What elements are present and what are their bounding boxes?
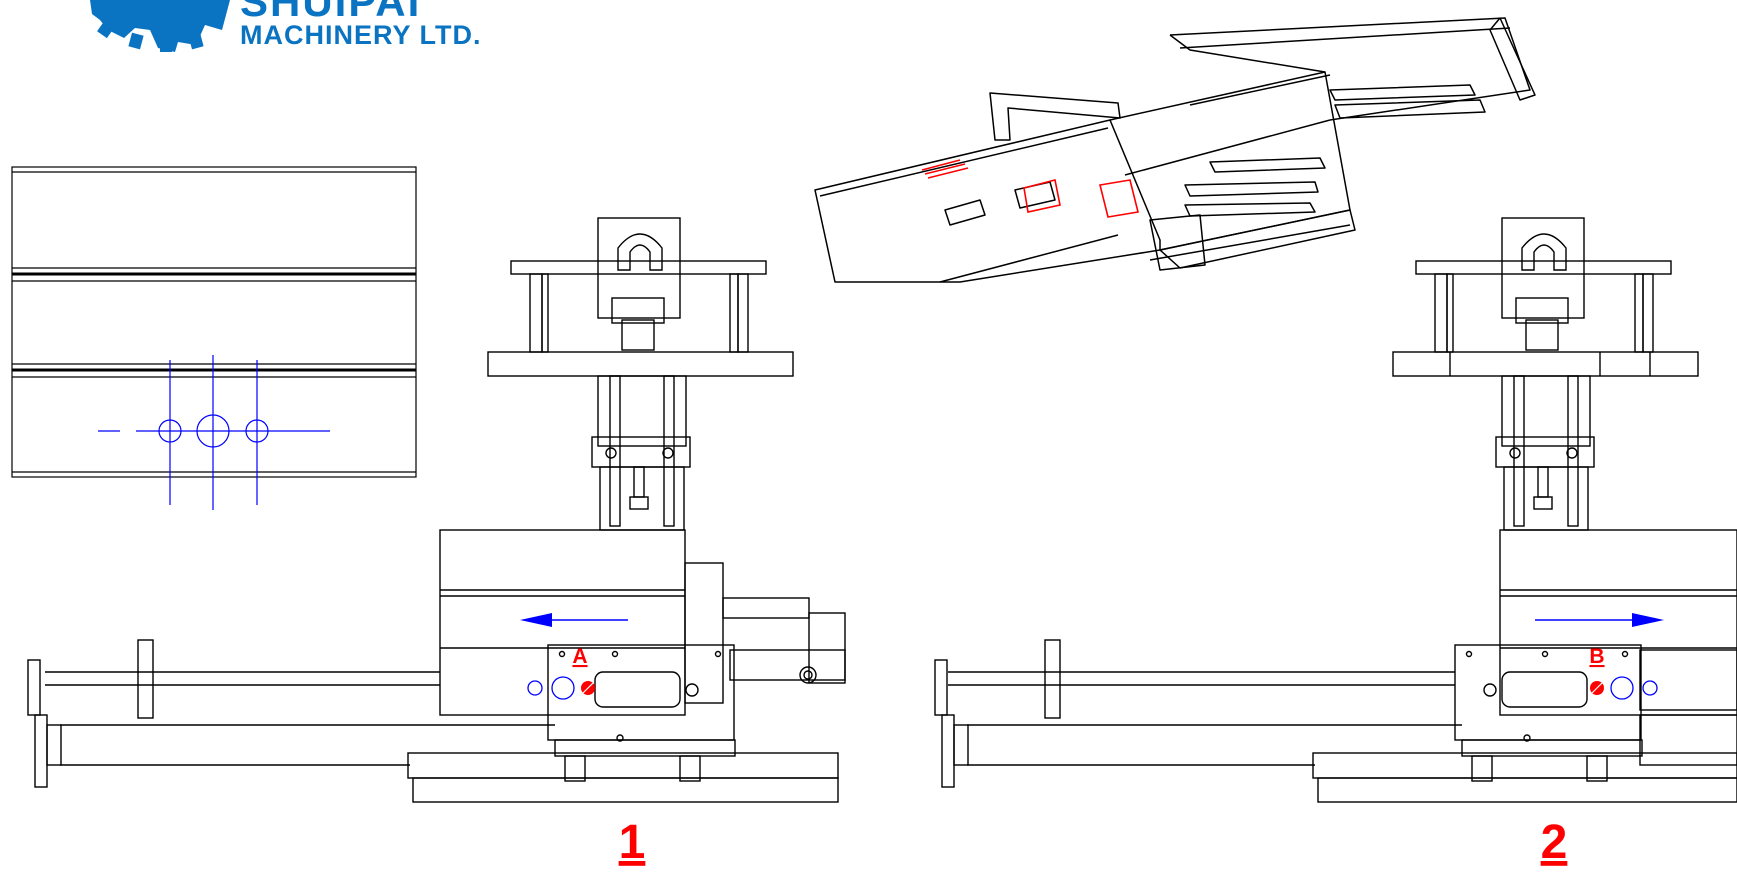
logo-company-bottom: MACHINERY LTD. — [240, 20, 482, 50]
view1-callouts — [525, 619, 628, 700]
callout-b-label: B — [1589, 645, 1604, 668]
view-2-label: 2 — [1541, 816, 1568, 869]
arrow-right-icon — [1632, 613, 1664, 627]
machine-view-2 — [934, 217, 1737, 803]
profile-highlights — [921, 159, 1139, 218]
gear-logo-icon — [90, 0, 230, 52]
hole-pattern — [98, 355, 330, 510]
arrow-left-icon — [520, 613, 552, 627]
machine-view-1 — [27, 217, 846, 803]
profile-isometric — [814, 17, 1536, 283]
callout-a-label: A — [572, 645, 587, 668]
view-1-label: 1 — [619, 816, 646, 869]
logo-company-top: SHUIPAI — [240, 0, 422, 25]
view2-callouts — [1535, 619, 1658, 700]
plan-view-panel — [11, 166, 417, 478]
